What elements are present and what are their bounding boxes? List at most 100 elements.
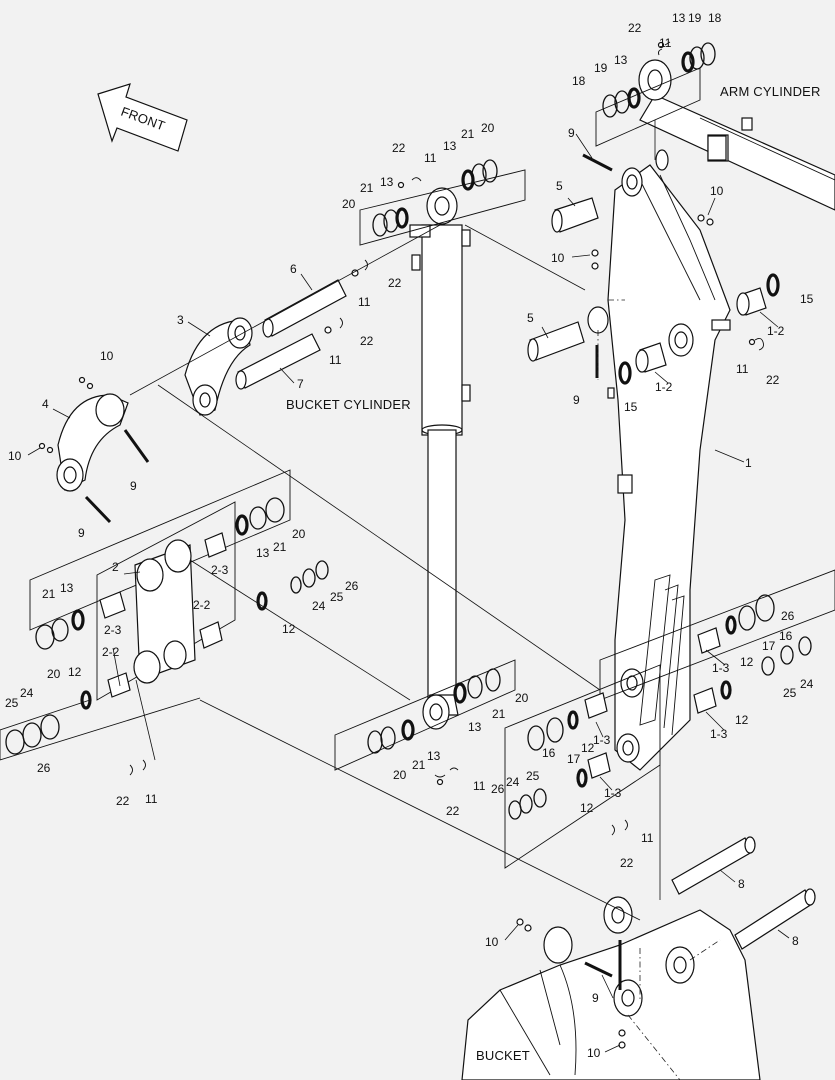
callout: 20 <box>515 691 529 705</box>
callout: 4 <box>42 397 49 411</box>
callout: 10 <box>8 449 22 463</box>
callout: 13 <box>443 139 457 153</box>
callout: 6 <box>290 262 297 276</box>
bucket-cyl-rod-seals <box>334 659 516 786</box>
callout: 12 <box>735 713 749 727</box>
front-arrow: FRONT <box>97 83 188 152</box>
callout: 11 <box>424 151 437 165</box>
callout: 19 <box>594 61 608 75</box>
callout: 12 <box>740 655 754 669</box>
callout: 26 <box>37 761 51 775</box>
callout: 21 <box>360 181 374 195</box>
callout: 5 <box>556 179 563 193</box>
callout: 2-2 <box>193 598 211 612</box>
callout: 25 <box>526 769 540 783</box>
callout: 18 <box>572 74 586 88</box>
callout: 21 <box>461 127 475 141</box>
callout: 26 <box>781 609 795 623</box>
callout: 22 <box>392 141 406 155</box>
callout: 2 <box>112 560 119 574</box>
callout: 20 <box>481 121 495 135</box>
callout: 8 <box>738 877 745 891</box>
callout: 16 <box>542 746 556 760</box>
callout: 13 <box>427 749 441 763</box>
callout: 15 <box>624 400 638 414</box>
callout: 17 <box>762 639 776 653</box>
callout: 13 <box>60 581 74 595</box>
callout: 24 <box>312 599 326 613</box>
callout: 11 <box>473 779 486 793</box>
callout: 13 <box>380 175 394 189</box>
callout: 25 <box>783 686 797 700</box>
callout: 20 <box>342 197 356 211</box>
callout: 1-3 <box>712 661 730 675</box>
callout: 16 <box>779 629 793 643</box>
callout: 10 <box>100 349 114 363</box>
callout: 24 <box>506 775 520 789</box>
callout: 22 <box>620 856 634 870</box>
callout: 2-3 <box>211 563 229 577</box>
callout: 18 <box>708 11 722 25</box>
callout: 12 <box>580 801 594 815</box>
callout: 11 <box>736 362 749 376</box>
pin-6 <box>262 259 368 338</box>
callout: 19 <box>688 11 702 25</box>
bucket-cylinder: BUCKET CYLINDER <box>286 187 471 730</box>
leader-lines <box>27 133 790 1053</box>
callout: 22 <box>628 21 642 35</box>
callout: 11 <box>329 353 342 367</box>
callout: 20 <box>393 768 407 782</box>
callout: 1-2 <box>655 380 673 394</box>
callout: 26 <box>345 579 359 593</box>
callout: 11 <box>659 36 672 50</box>
arm-assembly <box>587 149 731 771</box>
callout: 10 <box>551 251 565 265</box>
callout: 22 <box>766 373 780 387</box>
arm-cylinder-seal-kit <box>595 41 716 147</box>
callout: 2-2 <box>102 645 120 659</box>
bucket-cylinder-label: BUCKET CYLINDER <box>286 397 411 412</box>
callout: 10 <box>587 1046 601 1060</box>
callout-numbers: 1 1-2 1-2 1-3 1-3 1-3 1-3 2 2-2 2-2 2-3 … <box>5 11 814 1060</box>
assembly-lines <box>129 120 721 1080</box>
callout: 22 <box>446 804 460 818</box>
callout: 22 <box>116 794 130 808</box>
pin-7 <box>235 317 343 390</box>
bucket-cyl-head-seals <box>359 159 526 246</box>
callout: 9 <box>568 126 575 140</box>
callout: 13 <box>614 53 628 67</box>
bucket: BUCKET <box>461 836 816 1080</box>
callout: 1-3 <box>593 733 611 747</box>
callout: 12 <box>282 622 296 636</box>
callout: 13 <box>468 720 482 734</box>
callout: 9 <box>130 479 137 493</box>
callout: 3 <box>177 313 184 327</box>
link-4 <box>38 376 150 524</box>
arm-end-seals-left <box>504 664 661 869</box>
callout: 20 <box>47 667 61 681</box>
callout: 26 <box>491 782 505 796</box>
callout: 22 <box>360 334 374 348</box>
callout: 9 <box>78 526 85 540</box>
link-3 <box>184 317 253 416</box>
callout: 9 <box>573 393 580 407</box>
callout: 9 <box>592 991 599 1005</box>
callout: 11 <box>641 831 654 845</box>
callout: 10 <box>485 935 499 949</box>
callout: 11 <box>145 792 158 806</box>
callout: 25 <box>5 696 19 710</box>
arm-pins <box>527 153 780 385</box>
callout: 12 <box>581 741 595 755</box>
callout: 21 <box>273 540 287 554</box>
callout: 7 <box>297 377 304 391</box>
callout: 12 <box>68 665 82 679</box>
callout: 5 <box>527 311 534 325</box>
link-2-group <box>0 469 329 776</box>
callout: 24 <box>800 677 814 691</box>
callout: 8 <box>792 934 799 948</box>
callout: 20 <box>292 527 306 541</box>
arm-cylinder: ARM CYLINDER <box>638 59 835 211</box>
callout: 1-3 <box>604 786 622 800</box>
callout: 15 <box>800 292 814 306</box>
callout: 11 <box>358 295 371 309</box>
